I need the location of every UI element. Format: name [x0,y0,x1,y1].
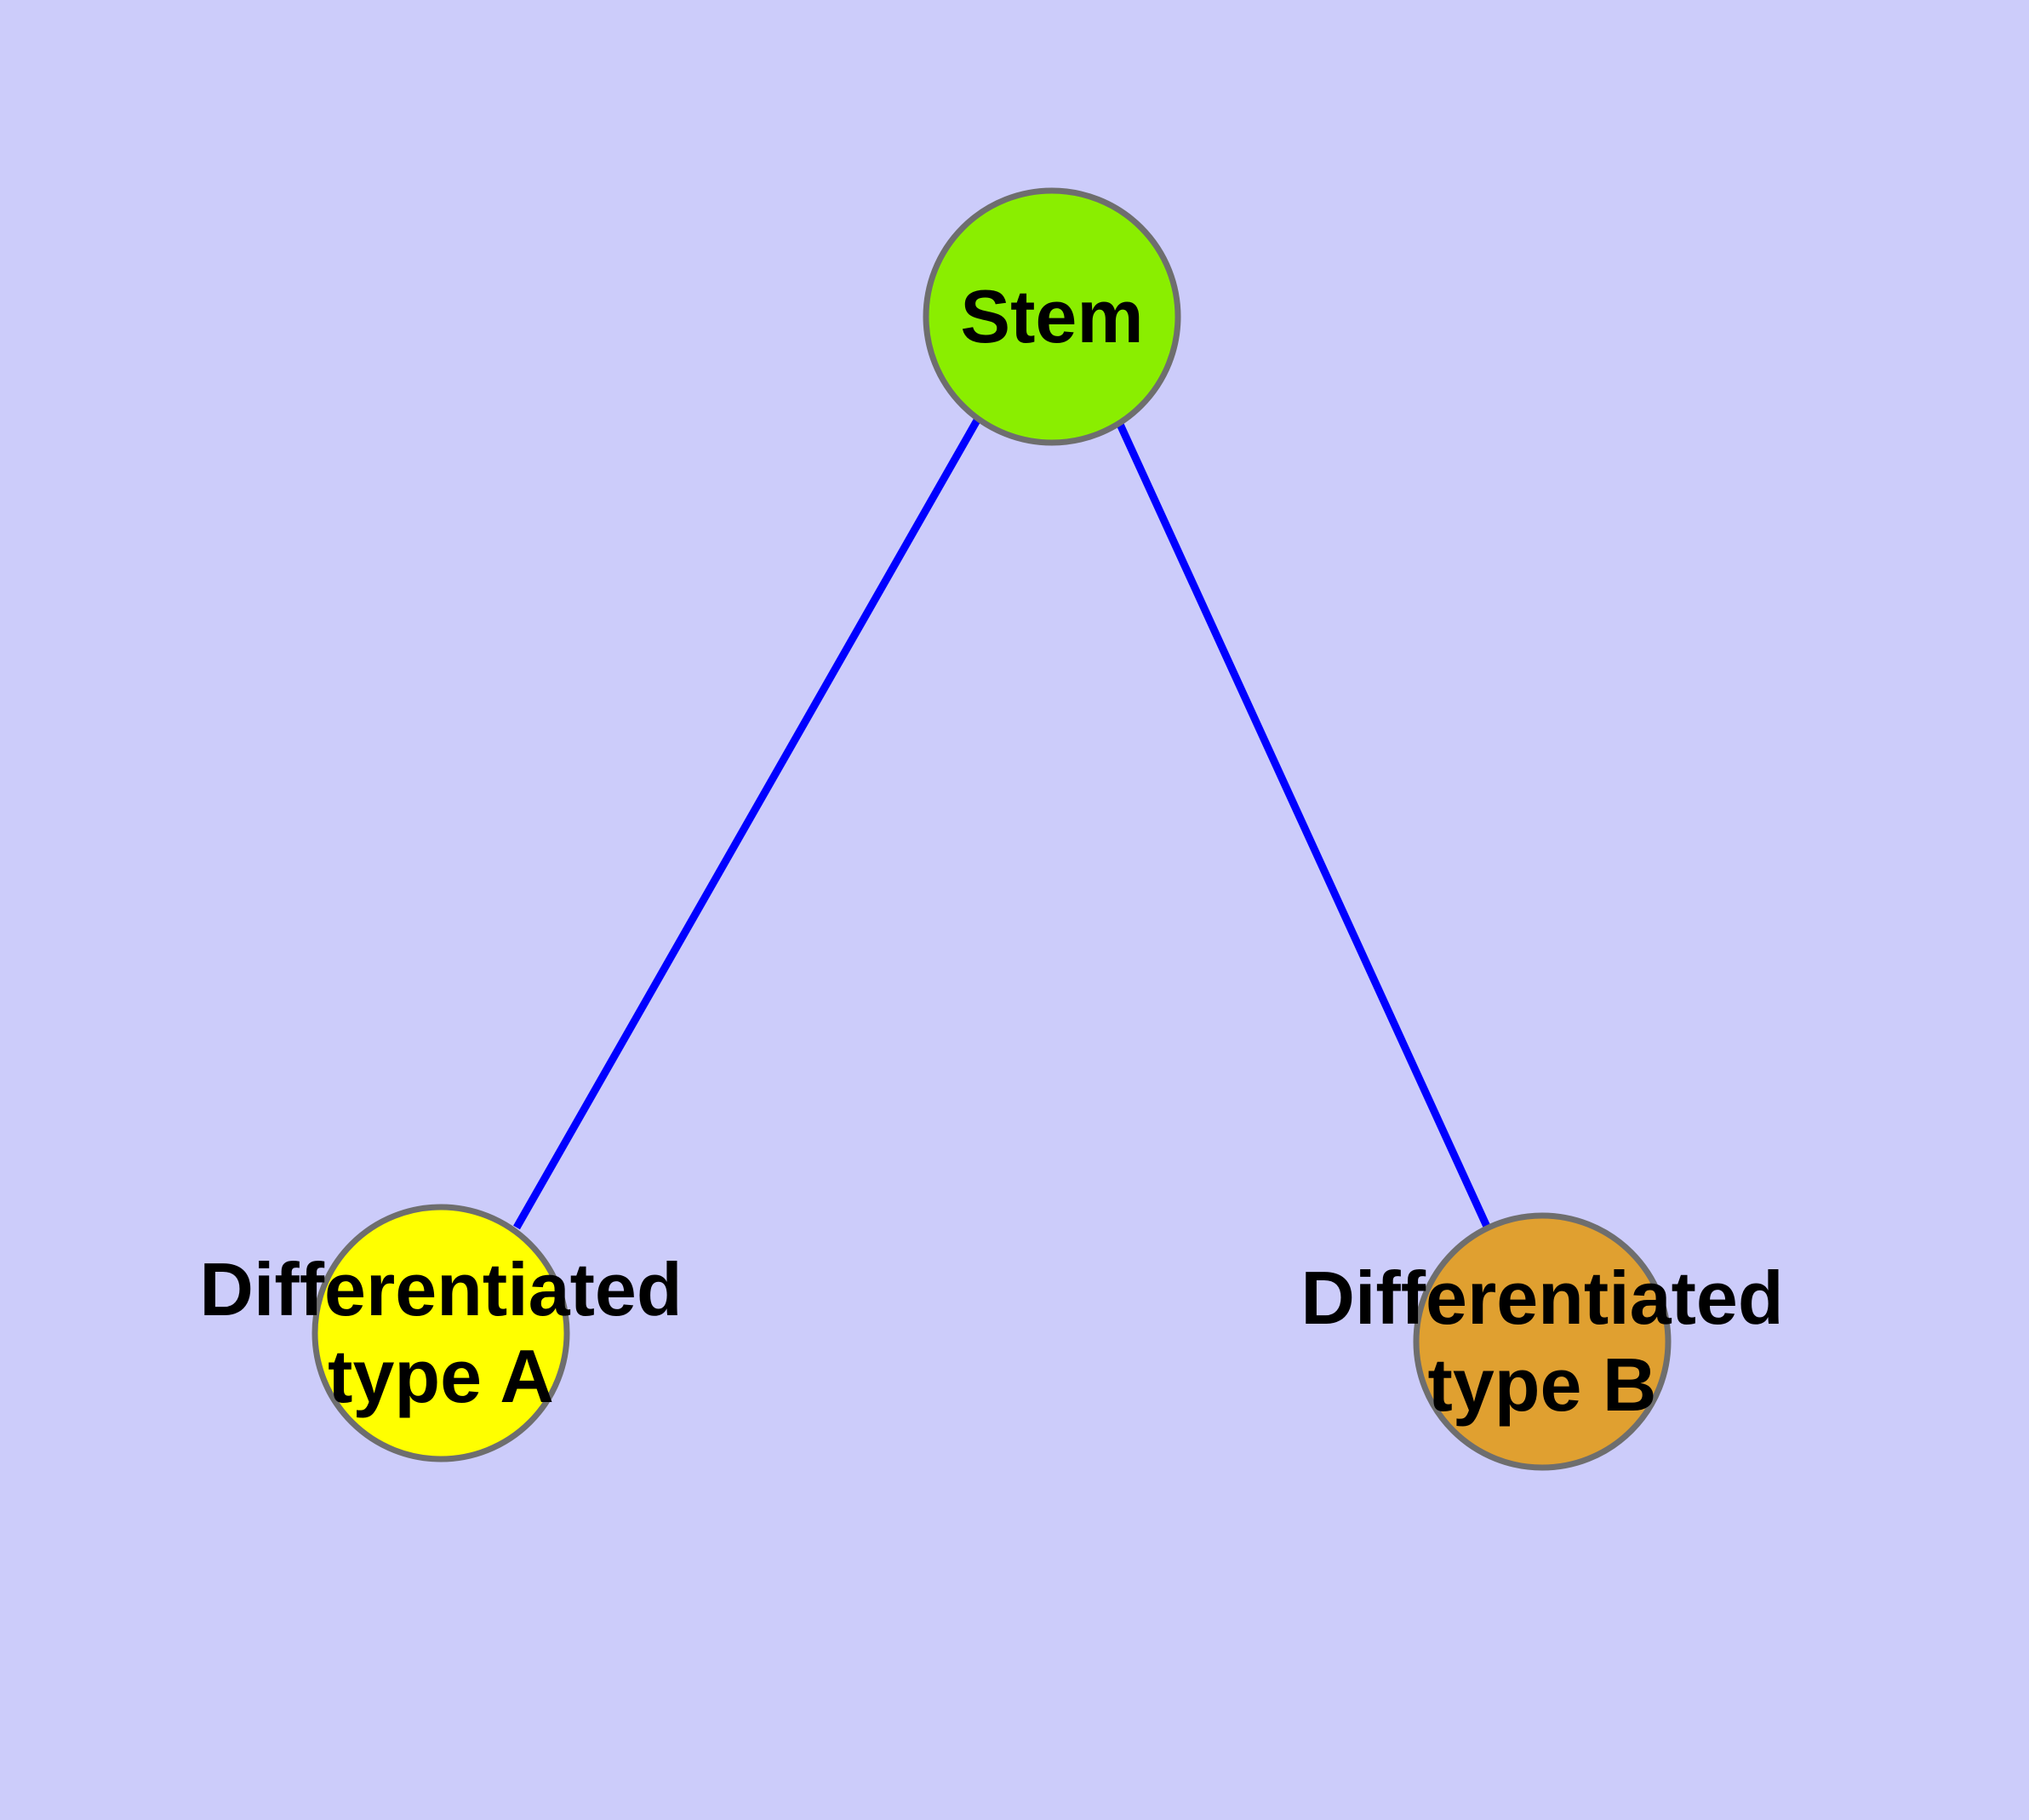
node-diff-a[interactable] [311,1204,570,1462]
edge-stem-to-diff-a [513,416,981,1230]
edge-stem-to-diff-b [1114,419,1492,1230]
edge-layer [513,416,1492,1230]
node-stem[interactable] [923,187,1181,446]
node-layer [311,187,1672,1471]
node-diff-b[interactable] [1413,1212,1672,1471]
